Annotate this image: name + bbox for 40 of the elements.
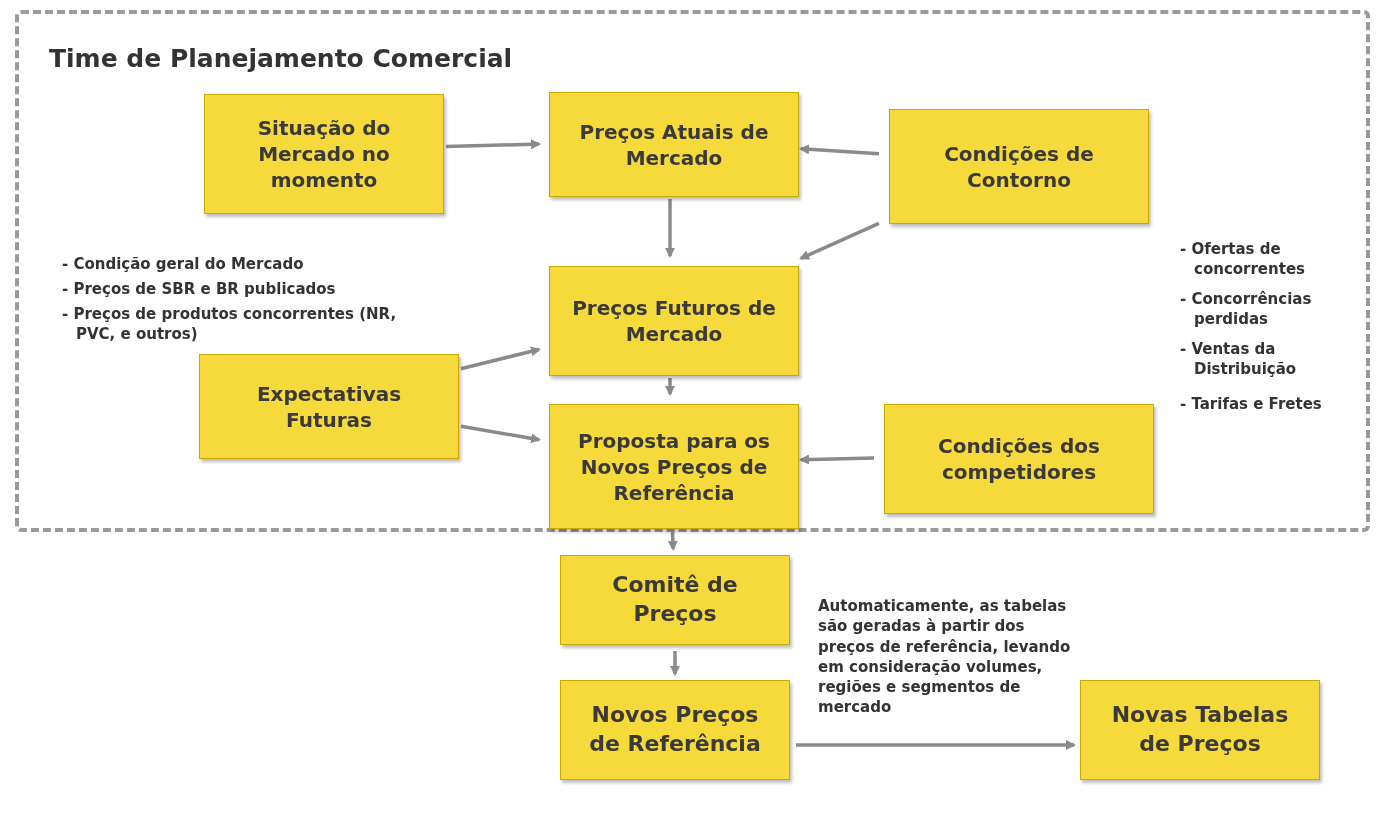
process-box xyxy=(199,354,459,459)
box-text: Preços Atuais de Mercado xyxy=(578,118,770,171)
bullet-note: - Condição geral do Mercado xyxy=(62,255,305,275)
arrow xyxy=(799,144,880,156)
box-text: Preços Futuros de Mercado xyxy=(571,295,777,347)
process-box xyxy=(1080,680,1320,780)
box-text: Proposta para os Novos Preços de Referência xyxy=(577,427,771,506)
box-text: Comitê de Preços xyxy=(611,571,739,628)
bullet-note: - Concorrências perdidas xyxy=(1180,290,1313,329)
arrow xyxy=(667,530,678,551)
box-text: Condições de Contorno xyxy=(943,140,1095,193)
box-text: Novas Tabelas de Preços xyxy=(1110,701,1290,758)
process-box xyxy=(560,555,790,645)
box-text: Condições dos competidores xyxy=(937,433,1101,485)
process-box xyxy=(549,92,799,197)
bullet-note: - Ventas da Distribuição xyxy=(1180,340,1298,379)
process-box xyxy=(889,109,1149,224)
process-box xyxy=(884,404,1154,514)
arrow xyxy=(460,346,541,371)
process-box xyxy=(549,266,799,376)
arrow xyxy=(799,221,880,260)
box-text: Expectativas Futuras xyxy=(255,380,403,433)
arrow xyxy=(670,651,680,676)
arrow xyxy=(799,454,875,465)
dashed-frame xyxy=(15,10,1370,532)
bullet-note: - Tarifas e Fretes xyxy=(1180,395,1323,415)
box-text: Situação do Mercado no momento xyxy=(256,115,392,193)
bullet-note: - Preços de produtos concorrentes (NR, PVC, e outros) xyxy=(62,305,398,344)
bullet-note: - Preços de SBR e BR publicados xyxy=(62,280,337,300)
process-box xyxy=(204,94,444,214)
bullet-note: - Ofertas de concorrentes xyxy=(1180,240,1306,279)
frame-title: Time de Planejamento Comercial xyxy=(49,44,513,73)
arrow xyxy=(665,378,675,396)
process-box xyxy=(560,680,790,780)
arrow xyxy=(665,199,675,258)
arrow xyxy=(445,139,541,150)
process-box xyxy=(549,404,799,529)
arrow xyxy=(460,424,541,444)
arrow xyxy=(796,740,1076,750)
box-text: Novos Preços de Referência xyxy=(588,701,762,758)
